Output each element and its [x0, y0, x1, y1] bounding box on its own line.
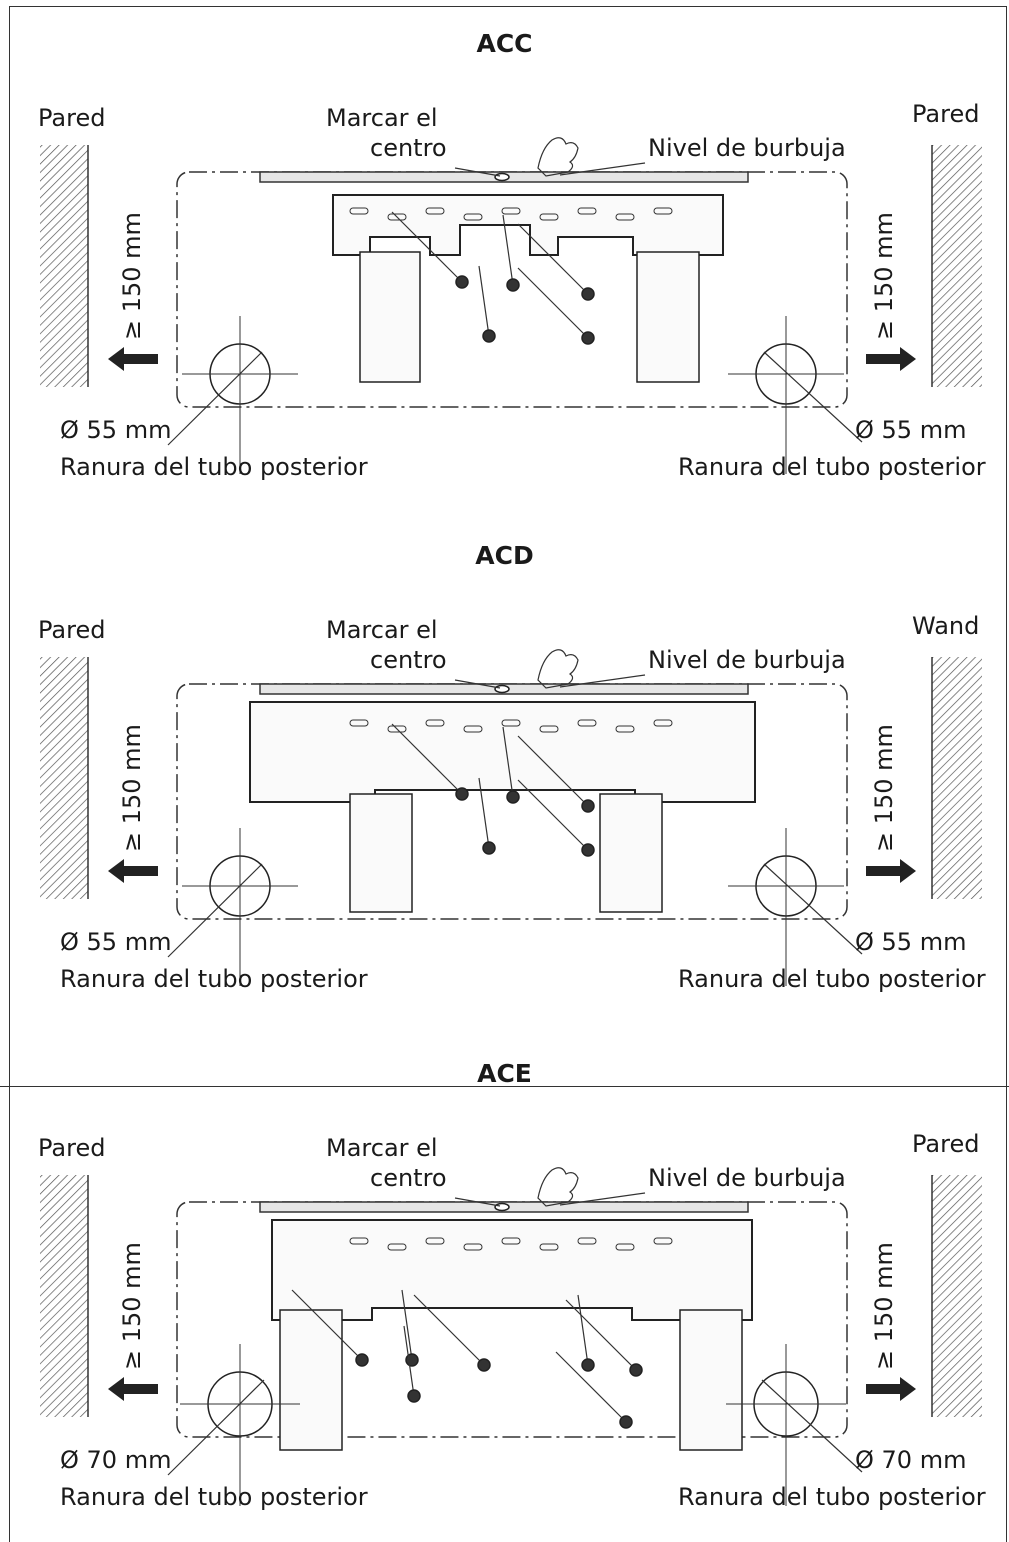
- panel-title: ACC: [476, 29, 533, 58]
- screw-icon: [506, 790, 520, 804]
- bracket-right: [636, 251, 700, 383]
- screw-icon: [482, 329, 496, 343]
- hand-icon: [537, 1167, 579, 1207]
- wall-right-label: Pared: [912, 1130, 980, 1158]
- pipe-slot-left-label: Ranura del tubo posterior: [60, 965, 368, 993]
- bubble-level-label: Nivel de burbuja: [648, 646, 846, 674]
- screw-icon: [407, 1389, 421, 1403]
- panel-title: ACD: [475, 541, 534, 570]
- wall-right-icon: [932, 657, 982, 899]
- wall-left-label: Pared: [38, 104, 106, 132]
- clearance-left-label: ≥ 150 mm: [118, 1242, 146, 1370]
- mounting-plate: [249, 701, 756, 803]
- wall-left-icon: [40, 657, 88, 899]
- mounting-diagram: [40, 137, 982, 474]
- clearance-left-label: ≥ 150 mm: [118, 212, 146, 340]
- wall-left-label: Pared: [38, 616, 106, 644]
- arrow-left-icon: [108, 1377, 158, 1401]
- mounting-plate: [271, 1219, 753, 1321]
- screw-icon: [482, 841, 496, 855]
- mounting-diagram: [40, 1167, 982, 1506]
- screw-icon: [355, 1353, 369, 1367]
- arrow-right-icon: [866, 347, 916, 371]
- diameter-right-label: Ø 55 mm: [855, 928, 967, 956]
- clearance-right-label: ≥ 150 mm: [870, 1242, 898, 1370]
- clearance-right-label: ≥ 150 mm: [870, 724, 898, 852]
- section-divider: [0, 1086, 1009, 1087]
- clearance-left-label: ≥ 150 mm: [118, 724, 146, 852]
- wall-left-label: Pared: [38, 1134, 106, 1162]
- pipe-slot-right-label: Ranura del tubo posterior: [678, 1483, 986, 1511]
- mark-center-label: Marcar el: [326, 1134, 438, 1162]
- screw-icon: [581, 843, 595, 857]
- screw-icon: [455, 787, 469, 801]
- pipe-slot-left-label: Ranura del tubo posterior: [60, 453, 368, 481]
- screw-icon: [506, 278, 520, 292]
- arrow-right-icon: [866, 1377, 916, 1401]
- screw-icon: [581, 331, 595, 345]
- pipe-slot-left-label: Ranura del tubo posterior: [60, 1483, 368, 1511]
- pipe-slot-right-label: Ranura del tubo posterior: [678, 453, 986, 481]
- diameter-right-label: Ø 55 mm: [855, 416, 967, 444]
- pipe-slot-right-label: Ranura del tubo posterior: [678, 965, 986, 993]
- bubble-level-label: Nivel de burbuja: [648, 1164, 846, 1192]
- page-frame: [9, 6, 1007, 1542]
- bubble-level-label: Nivel de burbuja: [648, 134, 846, 162]
- wall-right-label: Wand: [912, 612, 980, 640]
- screw-icon: [477, 1358, 491, 1372]
- panel-title: ACE: [477, 1059, 532, 1088]
- mark-center-label: Marcar el: [326, 616, 438, 644]
- bracket-right: [599, 793, 663, 913]
- diameter-left-label: Ø 55 mm: [60, 928, 172, 956]
- hand-icon: [537, 137, 579, 177]
- mark-center-label: Marcar el: [326, 104, 438, 132]
- diameter-left-label: Ø 55 mm: [60, 416, 172, 444]
- wall-right-label: Pared: [912, 100, 980, 128]
- screw-icon: [581, 1358, 595, 1372]
- mark-center-label: centro: [370, 134, 447, 162]
- screw-icon: [581, 799, 595, 813]
- mounting-plate: [332, 194, 724, 256]
- bracket-left: [359, 251, 421, 383]
- diameter-left-label: Ø 70 mm: [60, 1446, 172, 1474]
- mark-center-label: centro: [370, 1164, 447, 1192]
- wall-left-icon: [40, 1175, 88, 1417]
- bracket-left: [279, 1309, 343, 1451]
- screw-icon: [581, 287, 595, 301]
- arrow-left-icon: [108, 859, 158, 883]
- wall-right-icon: [932, 145, 982, 387]
- hand-icon: [537, 649, 579, 689]
- wall-left-icon: [40, 145, 88, 387]
- arrow-left-icon: [108, 347, 158, 371]
- clearance-right-label: ≥ 150 mm: [870, 212, 898, 340]
- diameter-right-label: Ø 70 mm: [855, 1446, 967, 1474]
- arrow-right-icon: [866, 859, 916, 883]
- bracket-right: [679, 1309, 743, 1451]
- mounting-diagram: [40, 649, 982, 986]
- bracket-left: [349, 793, 413, 913]
- screw-icon: [455, 275, 469, 289]
- wall-right-icon: [932, 1175, 982, 1417]
- screw-icon: [629, 1363, 643, 1377]
- mark-center-label: centro: [370, 646, 447, 674]
- screw-icon: [619, 1415, 633, 1429]
